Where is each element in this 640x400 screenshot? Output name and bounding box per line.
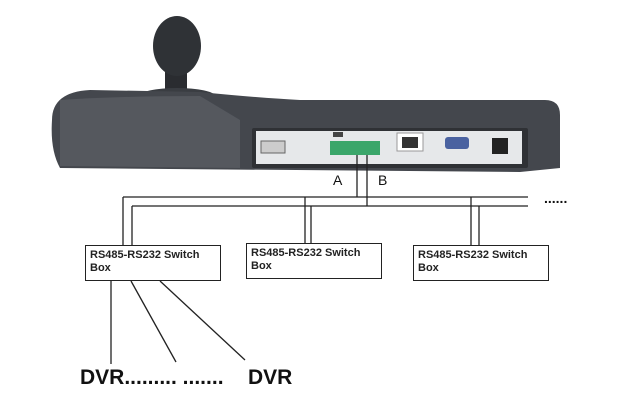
rear-panel	[256, 131, 522, 164]
power-jack	[492, 138, 508, 154]
switch-box-label: RS485-RS232 Switch	[251, 247, 361, 259]
joystick-knob	[153, 16, 201, 76]
ethernet-port	[402, 137, 418, 148]
wire-label-a: A	[333, 172, 343, 188]
continuation-dots: ......	[544, 190, 568, 206]
dvr-label-left: DVR......... .......	[80, 366, 224, 389]
terminal-block	[330, 141, 380, 155]
switch-box-3: RS485-RS232 Switch Box	[413, 245, 549, 281]
switch-box-label: RS485-RS232 Switch	[90, 249, 200, 261]
switch-box-label: Box	[90, 262, 111, 274]
switch-box-label: Box	[251, 260, 272, 272]
dvr-label-right: DVR	[248, 366, 293, 389]
switch-box-label: RS485-RS232 Switch	[418, 249, 528, 261]
rs232-port	[445, 137, 469, 149]
wire-label-b: B	[378, 172, 388, 188]
usb-port	[260, 140, 286, 154]
rs485-bus	[110, 155, 528, 364]
switch-box-2: RS485-RS232 Switch Box	[246, 243, 382, 279]
switch-box-1: RS485-RS232 Switch Box	[85, 245, 221, 281]
switch-box-label: Box	[418, 262, 439, 274]
